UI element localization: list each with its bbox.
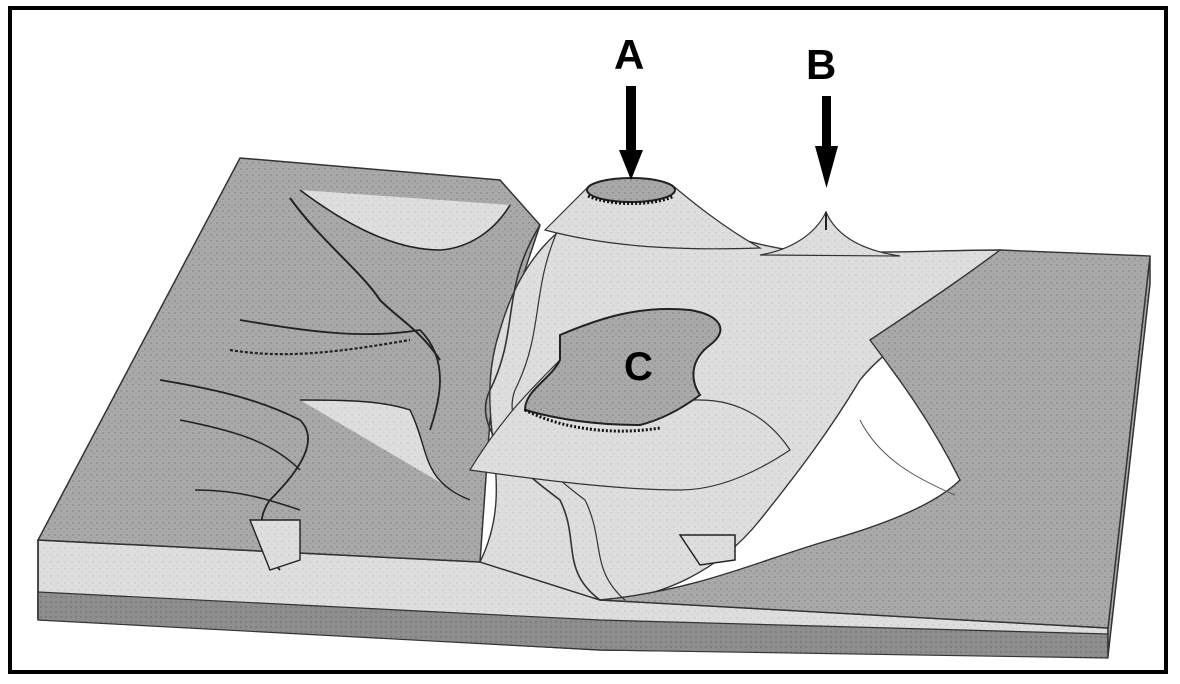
label-b: B <box>806 44 836 86</box>
arrow-a-icon <box>619 86 643 180</box>
label-c: C <box>624 346 653 388</box>
butte-b <box>760 212 900 256</box>
arrow-b-icon <box>815 96 838 188</box>
label-a: A <box>614 34 644 76</box>
